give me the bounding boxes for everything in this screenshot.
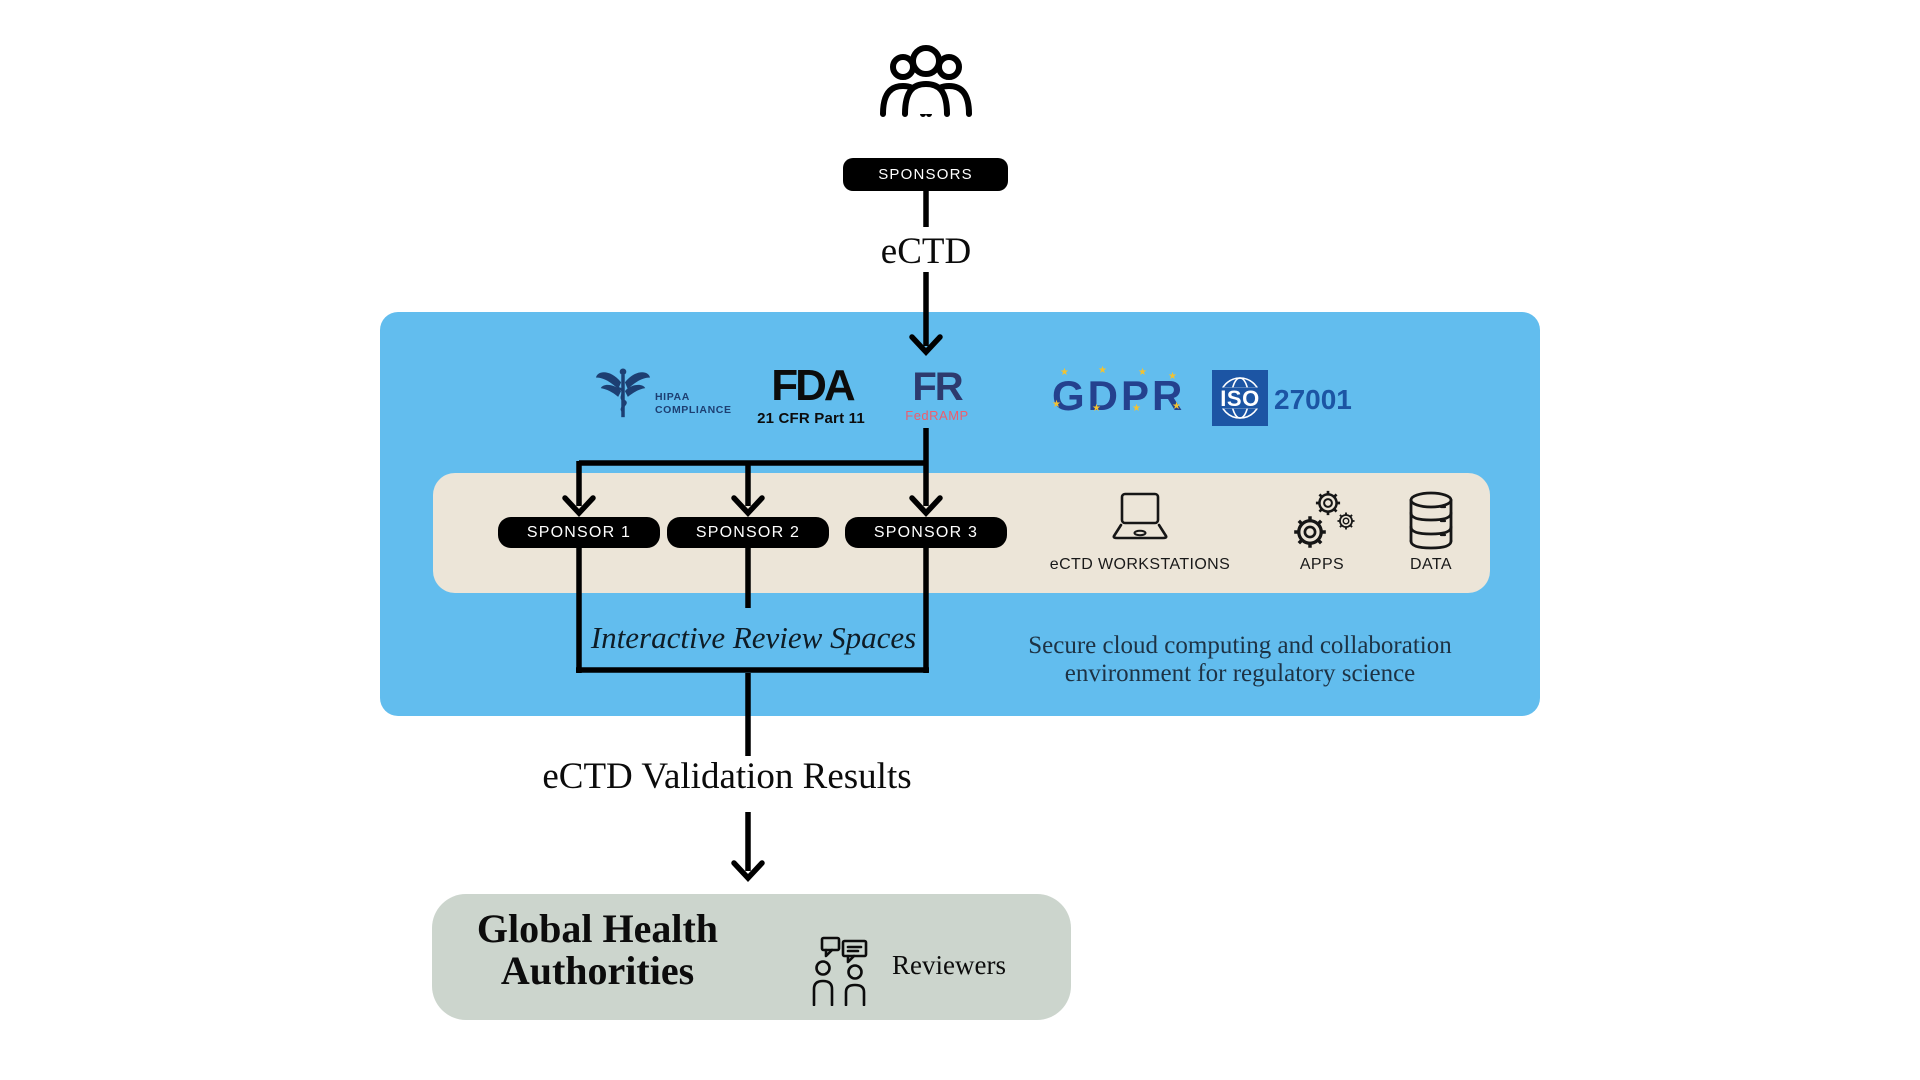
fedramp-logo-label: FedRAMP [905,408,969,423]
review-spaces-label: Interactive Review Spaces [590,620,917,655]
data-label: DATA [1410,556,1452,573]
gdpr-logo: GDPR ★ ★ ★ ★ ★ ★ ★ ★ [1052,366,1186,420]
gdpr-star-icon: ★ [1172,401,1181,412]
gdpr-star-icon: ★ [1132,403,1141,414]
sponsor1-pill: SPONSOR 1 [498,517,660,548]
hipaa-line1: HIPAA [655,391,690,403]
gdpr-star-icon: ★ [1052,399,1061,410]
sponsor1-label: SPONSOR 1 [526,523,632,541]
sponsor2-label: SPONSOR 2 [695,523,801,541]
hipaa-logo-text: HIPAA COMPLIANCE [655,391,732,417]
arrowhead-into-authorities [731,860,765,883]
sponsors-pill: SPONSORS [843,158,1008,191]
gdpr-star-icon: ★ [1060,367,1069,378]
apps-gears-icon [1292,489,1356,550]
cloud-description-line1: Secure cloud computing and collaboration [1028,632,1452,659]
iso-logo: ISO [1212,370,1268,426]
hipaa-caduceus-icon [595,368,651,418]
cloud-description: Secure cloud computing and collaboration… [990,632,1490,688]
laptop-icon [1112,492,1168,540]
iso-globe-icon [1214,377,1266,419]
gdpr-star-icon: ★ [1168,371,1177,382]
sponsor3-pill: SPONSOR 3 [845,517,1007,548]
gdpr-star-icon: ★ [1098,365,1107,376]
gdpr-star-icon: ★ [1138,367,1147,378]
authorities-title-line2: Authorities [500,948,695,993]
reviewers-icon [812,936,868,1006]
gdpr-star-icon: ★ [1092,403,1101,414]
cloud-description-line2: environment for regulatory science [1064,660,1416,687]
apps-label: APPS [1299,556,1345,573]
gdpr-logo-text: GDPR [1052,372,1186,419]
sponsor2-pill: SPONSOR 2 [667,517,829,548]
workstations-label: eCTD WORKSTATIONS [1049,556,1231,573]
ectd-flow-label: eCTD [880,231,972,272]
sponsors-group-icon [880,45,972,117]
data-database-icon [1409,491,1453,550]
authorities-title: Global Health Authorities [440,908,755,992]
reviewers-label: Reviewers [892,950,1006,980]
authorities-title-line1: Global Health [476,906,719,951]
fda-logo: FDA [771,361,855,410]
fedramp-logo-abbr: FR [912,365,963,409]
fda-subtitle: 21 CFR Part 11 [757,410,865,427]
global-health-authorities-panel [432,894,1071,1020]
sponsor3-label: SPONSOR 3 [873,523,979,541]
hipaa-line2: COMPLIANCE [655,404,732,416]
validation-results-label: eCTD Validation Results [542,756,912,797]
iso-logo-number: 27001 [1274,384,1352,415]
sponsors-pill-label: SPONSORS [878,166,973,183]
iso-logo-abbr: ISO [1220,386,1260,411]
